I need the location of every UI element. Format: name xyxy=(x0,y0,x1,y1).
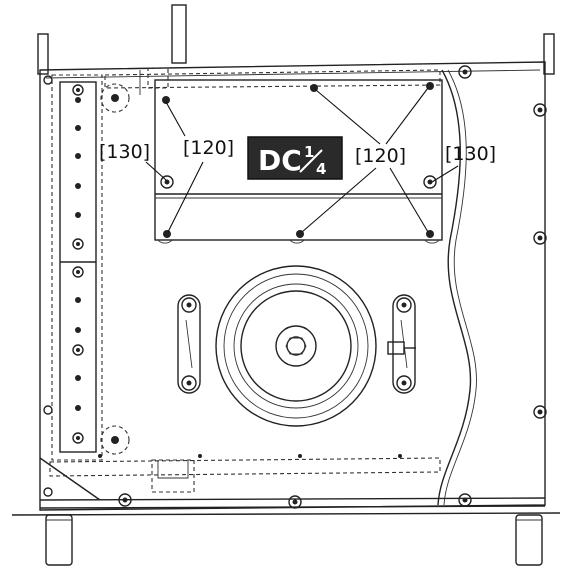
front-panel-screws xyxy=(118,493,472,509)
dc-badge-denominator: 4 xyxy=(316,160,326,178)
right-handle-top xyxy=(543,33,555,75)
small-bracket xyxy=(147,67,169,89)
lower-dashed-rail xyxy=(49,457,441,477)
dc-board-badge: DC 1 4 xyxy=(247,136,343,180)
dc-board xyxy=(154,79,443,241)
dc-badge-name: DC xyxy=(258,144,302,177)
left-handle-top xyxy=(37,33,49,75)
cutaway-edge-inner xyxy=(443,69,477,506)
dc-badge-bg xyxy=(247,136,343,180)
dashed-circle-bottom-center xyxy=(111,436,119,444)
left-board-dashed xyxy=(51,74,103,461)
callout-120-right: [120] xyxy=(355,145,406,167)
callout-120-left: [120] xyxy=(183,137,234,159)
front-panel-edge xyxy=(11,512,561,516)
left-board xyxy=(59,81,97,453)
fan-bracket-right xyxy=(387,294,416,394)
callout-130-right: [130] xyxy=(445,143,496,165)
chassis-top-inner xyxy=(45,69,541,79)
top-post xyxy=(171,4,187,64)
lower-rail-screws xyxy=(98,454,402,458)
callout-leaders xyxy=(145,87,459,233)
upper-dashed-rail xyxy=(104,69,441,89)
dashed-circle-top xyxy=(100,83,130,113)
cooling-fan xyxy=(215,265,377,427)
front-panel-bevel xyxy=(39,457,101,501)
feet xyxy=(45,514,543,566)
lower-bracket xyxy=(151,459,195,493)
left-board-components xyxy=(72,84,84,444)
fan-bracket-left xyxy=(177,294,201,394)
right-side-screws xyxy=(458,65,547,419)
cutaway-edge xyxy=(437,69,472,506)
left-side-screws xyxy=(43,75,53,497)
callout-130-left: [130] xyxy=(99,141,150,163)
dc-board-standoffs xyxy=(157,239,440,244)
dashed-circle-bottom xyxy=(100,425,130,455)
chassis-outline xyxy=(39,61,546,511)
dc-badge-numerator: 1 xyxy=(304,143,314,161)
dashed-circle-top-center xyxy=(111,94,119,102)
